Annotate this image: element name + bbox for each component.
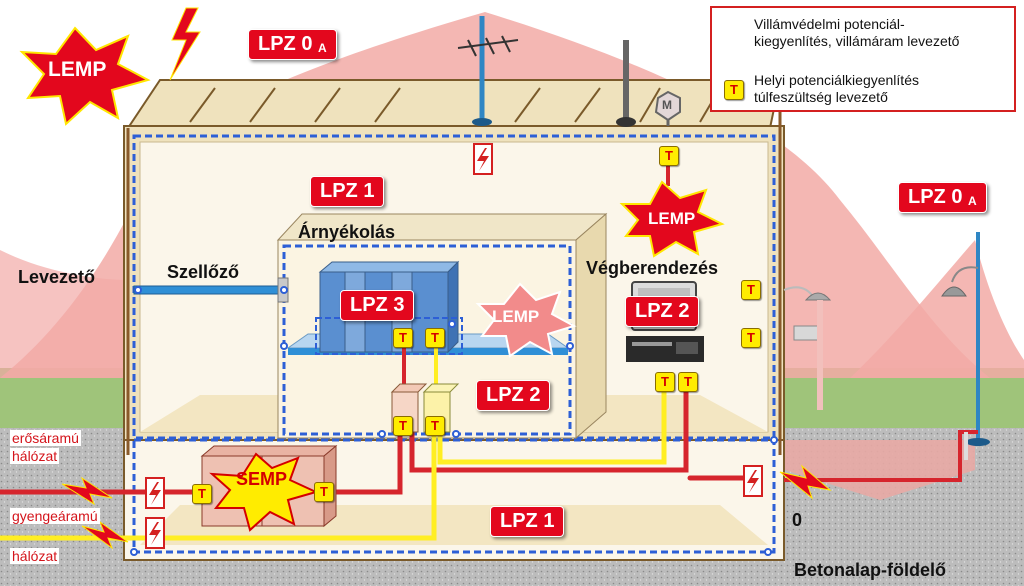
surge-protector-t-icon: T bbox=[724, 80, 744, 100]
lightning-arrester-icon bbox=[145, 517, 165, 549]
ventilation-label: Szellőző bbox=[167, 262, 240, 282]
down-conductor-label: Levezető bbox=[18, 267, 96, 287]
antenna bbox=[457, 16, 519, 126]
legend-equipotential-line1: Villámvédelmi potenciál- bbox=[754, 16, 905, 32]
legend-equipotential-line2: kiegyenlítés, villámáram levezető bbox=[754, 33, 960, 49]
lamp-icon bbox=[941, 286, 967, 297]
foundation-earth-label: Betonalap-földelő bbox=[794, 560, 946, 580]
lemp-burst-right bbox=[619, 180, 725, 258]
lemp-burst-center bbox=[475, 282, 577, 358]
lightning-bolt-icon bbox=[779, 464, 832, 500]
lightning-rod bbox=[616, 40, 636, 127]
surge-protector-t-icon: T bbox=[678, 372, 698, 392]
protection-zone-right bbox=[850, 240, 1024, 378]
lpz1-bottom-badge: LPZ 1 bbox=[490, 506, 565, 537]
lpz1-top-badge: LPZ 1 bbox=[310, 176, 385, 207]
lemp-label-topleft: LEMP bbox=[48, 58, 107, 81]
surge-protector-t-icon: T bbox=[425, 416, 445, 436]
lowcurrent-network-label-line1: gyengeáramú bbox=[10, 508, 100, 524]
surge-protector-t-icon: T bbox=[393, 416, 413, 436]
lpz0a-top-badge: LPZ 0 A bbox=[248, 29, 337, 60]
power-network-label-line1: erősáramú bbox=[10, 430, 81, 446]
lightning-bolt-icon bbox=[81, 520, 129, 550]
lightning-bolt-icon bbox=[169, 7, 201, 81]
shielding-label: Árnyékolás bbox=[298, 222, 396, 242]
motor-m-icon bbox=[654, 90, 681, 122]
roof bbox=[126, 79, 782, 129]
lemp-burst-topleft bbox=[19, 26, 151, 126]
semp-label: SEMP bbox=[236, 469, 288, 489]
lightning-arrester-icon bbox=[743, 465, 763, 497]
lemp-label-center: LEMP bbox=[492, 307, 540, 326]
lowcurrent-network-label-line2: hálózat bbox=[10, 548, 60, 564]
surge-protector-t-icon: T bbox=[425, 328, 445, 348]
lpz2-terminal-badge: LPZ 2 bbox=[625, 296, 700, 327]
surge-protector-t-icon: T bbox=[192, 484, 212, 504]
ventilation-duct bbox=[133, 285, 285, 295]
surge-protector-t-icon: T bbox=[741, 280, 761, 300]
surge-protector-t-icon: T bbox=[393, 328, 413, 348]
surge-protector-t-icon: T bbox=[655, 372, 675, 392]
motor-letter: M bbox=[662, 98, 672, 112]
power-network-label-line2: hálózat bbox=[10, 448, 60, 464]
protection-zone-left bbox=[0, 250, 130, 378]
lpz0a-right-badge: LPZ 0 A bbox=[898, 182, 987, 213]
legend-local-line1: Helyi potenciálkiegyenlítés bbox=[754, 72, 919, 88]
lightning-arrester-icon bbox=[473, 143, 493, 175]
lpz2-cabinet-badge: LPZ 2 bbox=[476, 380, 551, 411]
legend-local-line2: túlfeszültség levezető bbox=[754, 89, 888, 105]
lemp-label-right: LEMP bbox=[648, 209, 696, 228]
zero-label: 0 bbox=[792, 510, 803, 530]
lpz1-boundary-lower bbox=[132, 438, 776, 554]
protection-zone-ground-right bbox=[785, 440, 975, 500]
lightning-bolt-icon bbox=[61, 476, 113, 506]
lpz3-badge: LPZ 3 bbox=[340, 290, 415, 321]
surge-protector-t-icon: T bbox=[741, 328, 761, 348]
lightning-arrester-icon bbox=[145, 477, 165, 509]
semp-burst bbox=[209, 452, 319, 532]
terminal-equipment-label: Végberendezés bbox=[586, 258, 719, 278]
legend: Villámvédelmi potenciál- kiegyenlítés, v… bbox=[710, 6, 1016, 112]
shield-right bbox=[575, 212, 607, 440]
surge-protector-t-icon: T bbox=[659, 146, 679, 166]
surge-protector-t-icon: T bbox=[314, 482, 334, 502]
